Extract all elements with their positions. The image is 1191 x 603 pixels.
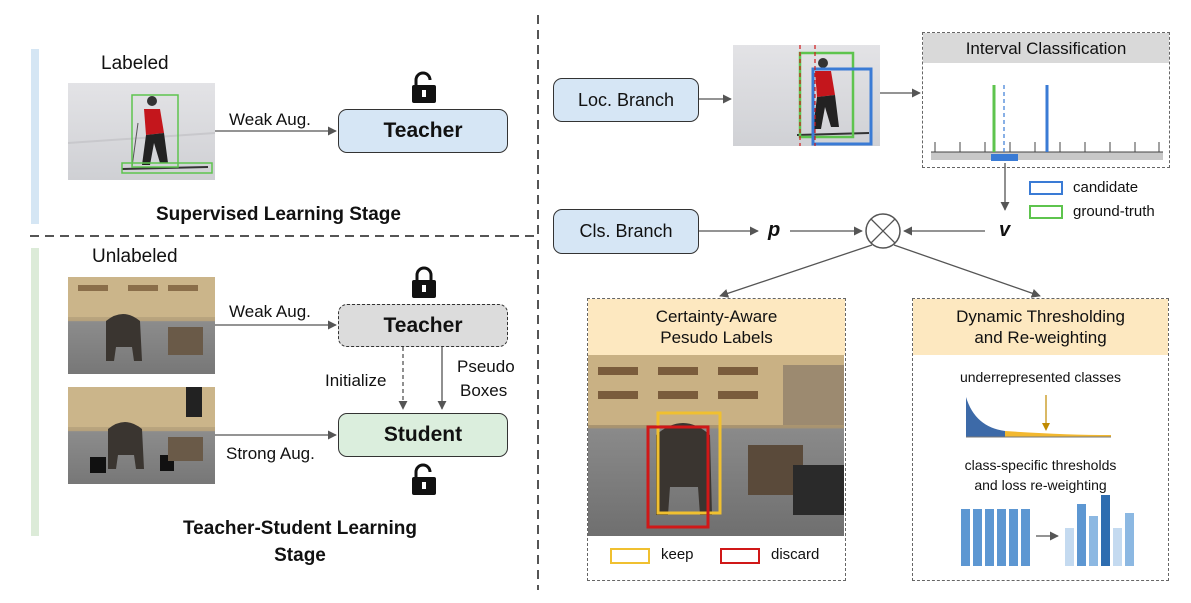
labeled-caption: Labeled xyxy=(101,53,169,74)
underrep-label: underrepresented classes xyxy=(959,369,1122,385)
interval-title: Interval Classification xyxy=(923,33,1169,63)
interval-panel: Interval Classification xyxy=(922,32,1170,168)
unlabeled-photo-strong xyxy=(68,387,215,484)
loc-skier-photo xyxy=(733,45,880,146)
p-label: p xyxy=(768,219,781,241)
teacher-box-ts: Teacher xyxy=(338,304,508,347)
unlabeled-caption: Unlabeled xyxy=(92,246,178,267)
student-box: Student xyxy=(338,413,508,457)
pseudo-label-line2: Boxes xyxy=(460,381,508,400)
dynamic-title-line2: and Re-weighting xyxy=(974,328,1107,347)
legend-keep-swatch xyxy=(610,548,650,564)
arrow-mult-to-certainty xyxy=(719,244,873,298)
legend-candidate-label: candidate xyxy=(1073,179,1139,196)
certainty-title: Certainty-Aware Pesudo Labels xyxy=(588,299,845,355)
ts-weak-aug-label: Weak Aug. xyxy=(229,302,311,321)
initialize-label: Initialize xyxy=(325,371,387,390)
bars-before xyxy=(961,509,1030,566)
legend-keep-label: keep xyxy=(661,546,694,563)
dynamic-title: Dynamic Thresholding and Re-weighting xyxy=(913,299,1168,355)
thresh-label: class-specific thresholds and loss re-we… xyxy=(913,455,1168,495)
cls-branch-box: Cls. Branch xyxy=(553,209,699,254)
legend-discard-swatch xyxy=(720,548,760,564)
dynamic-panel: Dynamic Thresholding and Re-weighting un… xyxy=(912,298,1169,581)
supervised-stage-title: Supervised Learning Stage xyxy=(156,204,401,225)
certainty-street-photo xyxy=(588,355,844,536)
legend-discard-label: discard xyxy=(771,546,820,563)
loc-branch-box: Loc. Branch xyxy=(553,78,699,122)
ts-strong-aug-label: Strong Aug. xyxy=(226,444,315,463)
bars-after xyxy=(1065,495,1134,566)
multiply-circle-icon xyxy=(865,213,901,249)
supervised-stage-bar xyxy=(31,49,39,224)
teacher-box-supervised: Teacher xyxy=(338,109,508,153)
sup-weak-aug-label: Weak Aug. xyxy=(229,110,311,129)
v-label: v xyxy=(999,219,1011,241)
ts-stage-title-line2: Stage xyxy=(274,545,326,566)
ts-stage-title: Teacher-Student Learning Stage xyxy=(110,515,490,569)
dynamic-title-line1: Dynamic Thresholding xyxy=(956,307,1125,326)
certainty-panel: Certainty-Aware Pesudo Labels keep disca… xyxy=(587,298,846,581)
ts-stage-bar xyxy=(31,248,39,536)
certainty-title-line2: Pesudo Labels xyxy=(660,328,773,347)
ts-stage-title-line1: Teacher-Student Learning xyxy=(182,518,417,539)
certainty-title-line1: Certainty-Aware xyxy=(655,307,778,326)
unlabeled-photo-weak xyxy=(68,277,215,374)
thresh-label-line1: class-specific thresholds xyxy=(964,457,1117,473)
pseudo-label-line1: Pseudo xyxy=(457,357,515,376)
legend-candidate-swatch xyxy=(1029,181,1063,195)
arrow-mult-to-dynamic xyxy=(893,244,1041,298)
labeled-photo xyxy=(68,83,215,180)
legend-ground-truth-label: ground-truth xyxy=(1073,203,1155,220)
legend-ground-truth-swatch xyxy=(1029,205,1063,219)
thresh-label-line2: and loss re-weighting xyxy=(974,477,1107,493)
